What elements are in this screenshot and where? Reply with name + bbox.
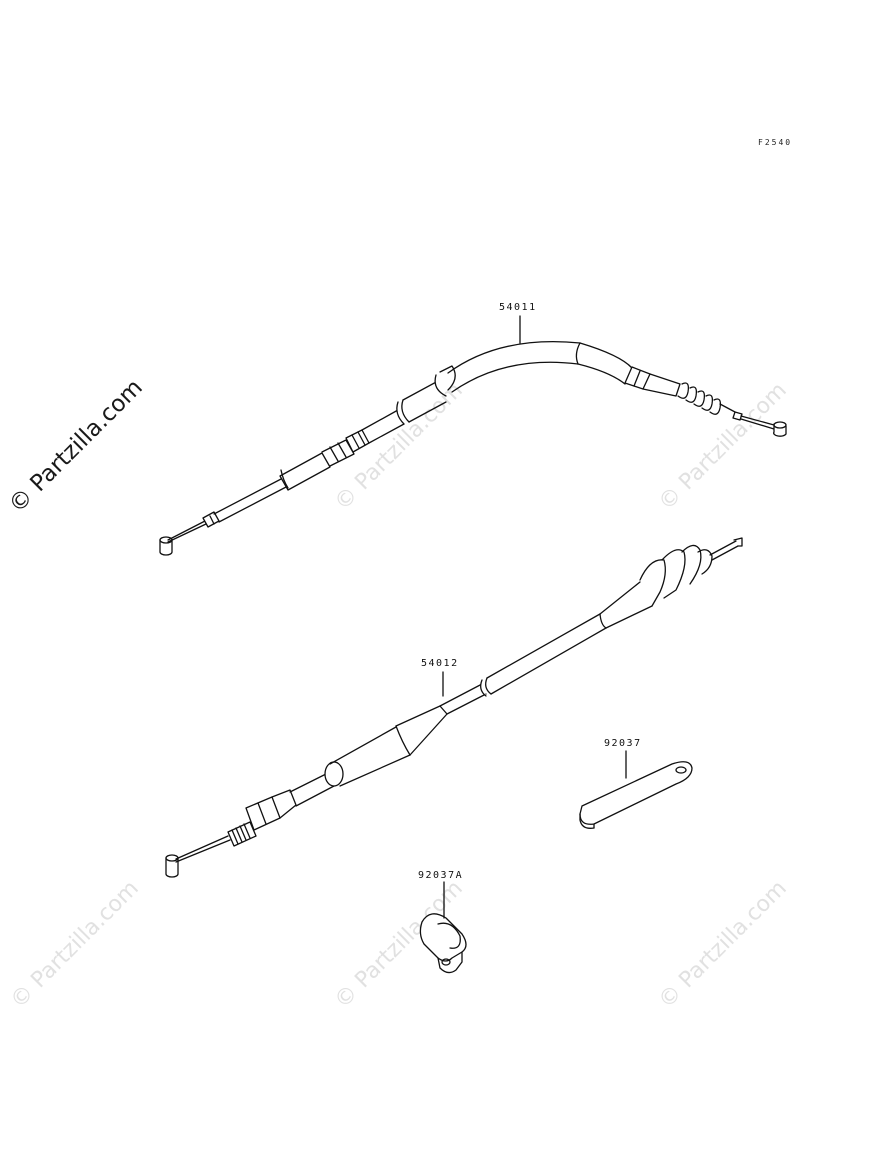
throttle-cable-drawing — [165, 537, 743, 878]
figure-code: F2540 — [758, 138, 793, 147]
clutch-cable-drawing — [159, 340, 787, 556]
cable-band-drawing — [579, 761, 693, 829]
part-label-54011: 54011 — [499, 302, 537, 313]
part-label-54012: 54012 — [421, 658, 459, 669]
part-label-92037: 92037 — [604, 738, 642, 749]
cable-clamp-drawing — [419, 913, 467, 974]
part-label-92037A: 92037A — [418, 870, 464, 881]
